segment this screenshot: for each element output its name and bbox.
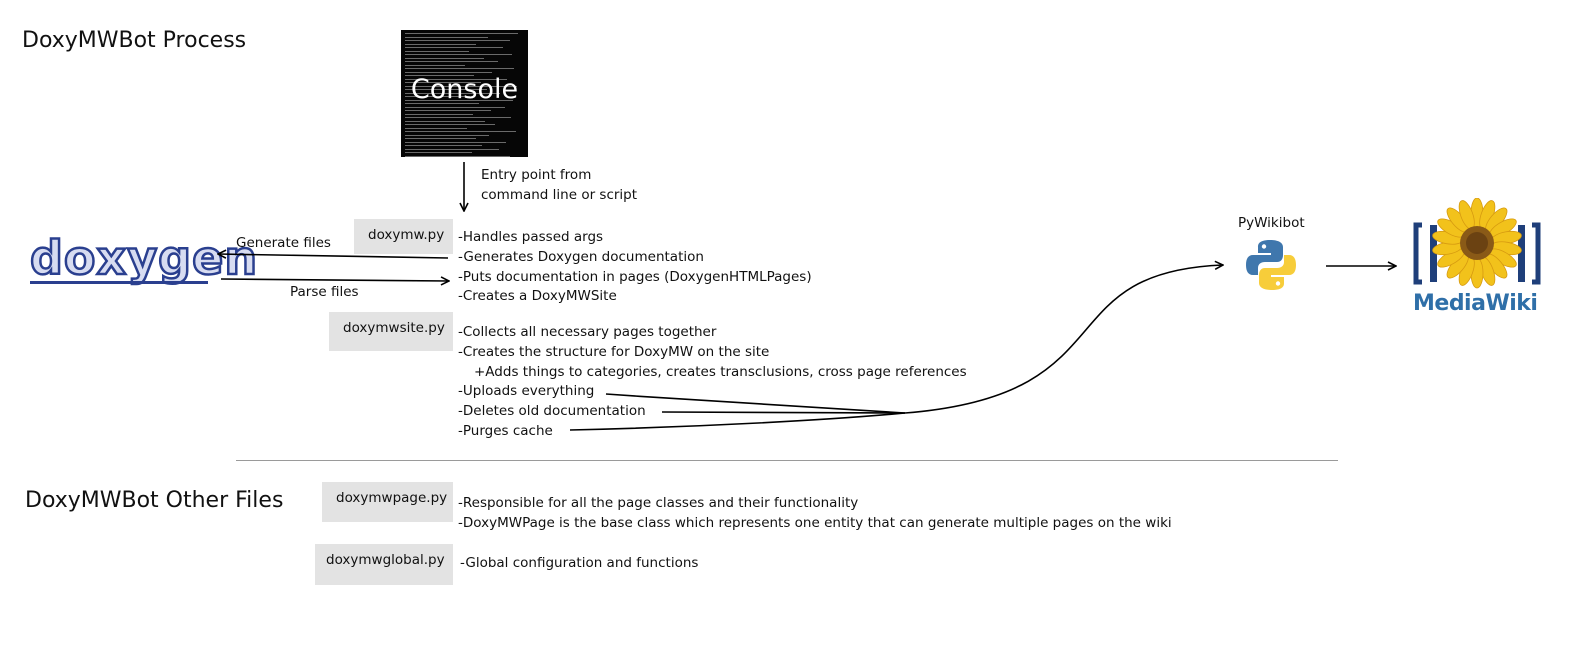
parse-files-label: Parse files: [290, 284, 359, 300]
description-line: -Uploads everything: [458, 383, 595, 400]
description-line: -Handles passed args: [458, 229, 604, 245]
description-line: -Purges cache: [458, 422, 553, 439]
generate-files-arrow: [218, 254, 449, 258]
doxymwsite-description: -Collects all necessary pages together -…: [458, 323, 967, 442]
description-line: -Creates the structure for DoxyMW on the…: [458, 343, 770, 360]
process-title: DoxyMWBot Process: [22, 28, 247, 53]
uploads-connector: [605, 393, 906, 414]
console-noise: [405, 33, 524, 157]
upload-to-pywikibot-arrow: [904, 265, 1223, 414]
description-line: -Global configuration and functions: [460, 555, 699, 571]
description-line: -Responsible for all the page classes an…: [458, 495, 859, 511]
purges-connector: [569, 412, 906, 431]
pywikibot-label: PyWikibot: [1238, 215, 1305, 231]
generate-files-label: Generate files: [236, 235, 331, 251]
description-line: -DoxyMWPage is the base class which repr…: [458, 514, 1172, 531]
doxymwglobal-file-box: doxymwglobal.py: [315, 544, 453, 585]
doxymw-file-box: doxymw.py: [354, 219, 453, 254]
mediawiki-logo-text: MediaWiki: [1413, 291, 1538, 316]
doxymwpage-description: -Responsible for all the page classes an…: [458, 494, 1172, 534]
section-divider: [236, 460, 1338, 461]
parse-files-arrow: [220, 279, 449, 281]
python-logo-icon: [1246, 240, 1296, 290]
console-label: Console: [410, 74, 519, 105]
description-line: -Deletes old documentation: [458, 403, 646, 420]
entry-point-line-1: Entry point from: [481, 167, 592, 183]
description-line: -Puts documentation in pages (DoxygenHTM…: [458, 268, 812, 285]
mediawiki-logo-icon: [1413, 198, 1541, 289]
console-image: Console: [401, 30, 528, 157]
doxymwsite-file-box: doxymwsite.py: [329, 312, 453, 351]
description-line: -Collects all necessary pages together: [458, 324, 717, 340]
doxymwpage-file-box: doxymwpage.py: [322, 482, 453, 522]
entry-point-text: Entry point from command line or script: [481, 165, 637, 205]
deletes-connector: [661, 411, 906, 414]
description-subline: +Adds things to categories, creates tran…: [474, 363, 967, 380]
entry-point-line-2: command line or script: [481, 187, 638, 203]
description-line: -Creates a DoxyMWSite: [458, 288, 617, 305]
doxymw-description: -Handles passed args -Generates Doxygen …: [458, 228, 812, 307]
other-files-title: DoxyMWBot Other Files: [25, 488, 284, 513]
description-line: -Generates Doxygen documentation: [458, 248, 704, 265]
doxygen-logo-underline: [30, 281, 208, 284]
doxymwglobal-description: -Global configuration and functions: [460, 554, 698, 574]
